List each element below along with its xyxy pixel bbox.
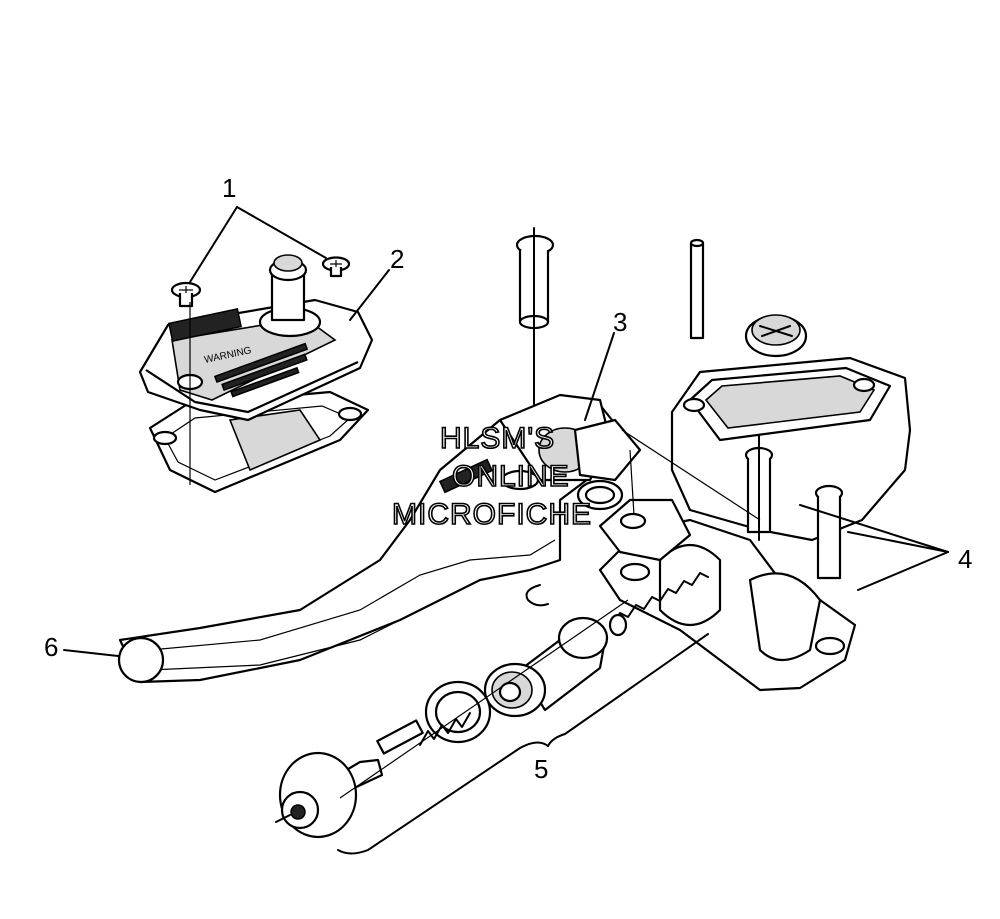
reservoir-cover: WARNING xyxy=(138,254,374,494)
reservoir-plug xyxy=(744,314,808,358)
screw-right xyxy=(321,256,351,278)
circlip xyxy=(525,584,549,607)
pivot-pin xyxy=(515,227,555,411)
thin-pin xyxy=(689,238,705,340)
watermark-line-1: HLSM'S xyxy=(440,422,555,455)
piston-kit xyxy=(275,572,709,839)
callout-2: 2 xyxy=(390,244,404,274)
callout-4: 4 xyxy=(958,544,972,574)
watermark-line-3: MICROFICHE xyxy=(392,498,592,531)
callout-5: 5 xyxy=(534,754,548,784)
callout-3: 3 xyxy=(613,307,627,337)
leader-lines xyxy=(63,206,949,855)
clamp-bolt-right xyxy=(814,484,844,580)
clamp-bolt-left xyxy=(744,435,774,541)
screw-left xyxy=(170,281,202,308)
watermark-line-2: ONLINE xyxy=(452,460,570,493)
callout-6: 6 xyxy=(44,632,58,662)
callout-1: 1 xyxy=(222,173,236,203)
brake-lever xyxy=(117,393,642,684)
